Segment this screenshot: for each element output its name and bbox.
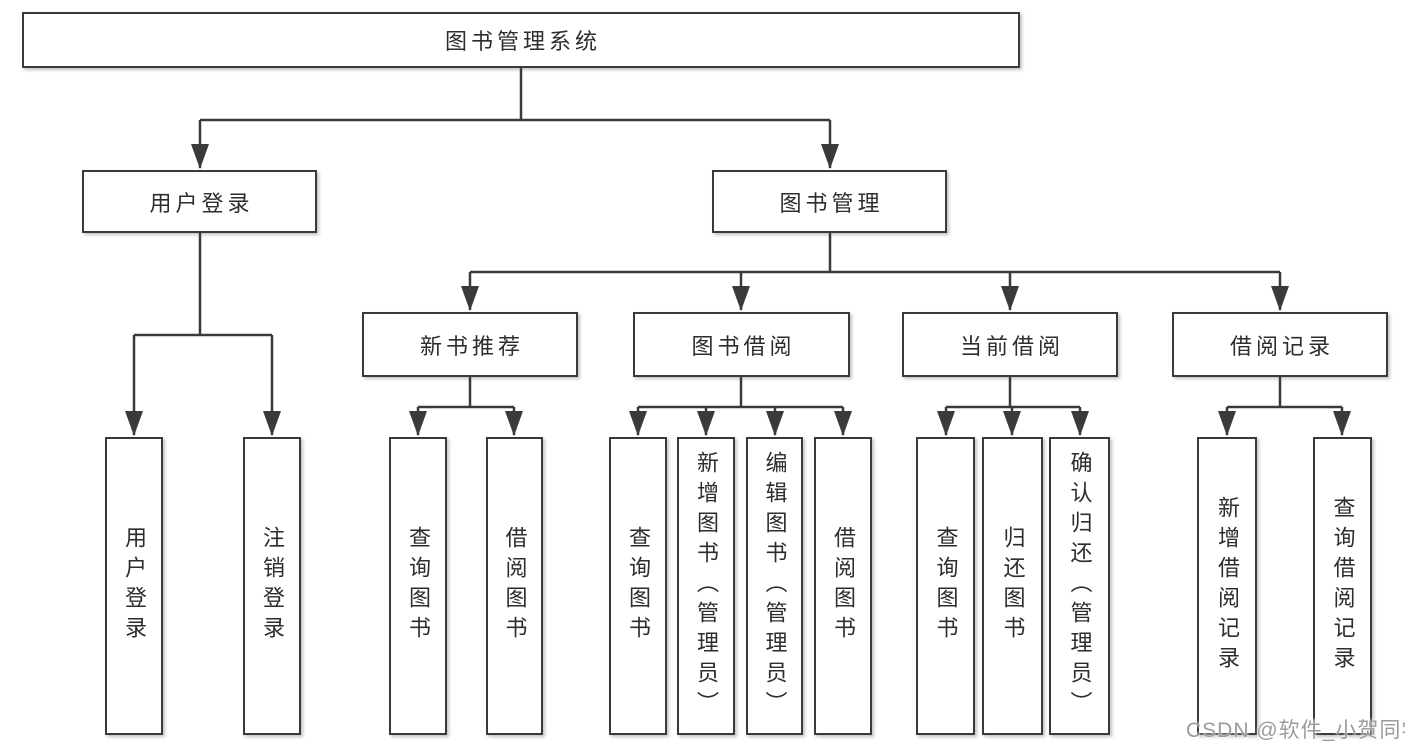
node-label: 图书管理 xyxy=(779,190,884,216)
node-label: 图书借阅 xyxy=(691,333,796,359)
connector-trunks xyxy=(134,68,1342,409)
node-label: 查询图书 xyxy=(406,526,431,646)
node-book-borrowing: 图书借阅 xyxy=(633,312,850,377)
node-label: 用户登录 xyxy=(122,526,147,646)
node-label: 借阅图书 xyxy=(502,526,528,646)
leaf-logout: 注销登录 xyxy=(243,437,301,735)
node-user-login: 用户登录 xyxy=(82,170,317,233)
node-label: 当前借阅 xyxy=(959,333,1064,359)
node-label: 借阅记录 xyxy=(1229,333,1334,359)
node-label: 新书推荐 xyxy=(419,333,524,359)
node-label: 编辑图书（管理员） xyxy=(762,451,788,721)
node-label: 图书管理系统 xyxy=(444,29,601,54)
node-label: 借阅图书 xyxy=(831,526,856,646)
node-label: 查询图书 xyxy=(626,526,651,646)
leaf-cb-confirm-return-admin: 确认归还（管理员） xyxy=(1049,437,1110,735)
leaf-br-add-record: 新增借阅记录 xyxy=(1197,437,1257,735)
node-label: 查询图书 xyxy=(933,526,959,646)
node-label: 注销登录 xyxy=(260,526,285,646)
node-label: 用户登录 xyxy=(149,190,254,216)
node-borrowing-records: 借阅记录 xyxy=(1172,312,1388,377)
leaf-bb-borrow-books: 借阅图书 xyxy=(814,437,872,735)
leaf-rec-borrow-books: 借阅图书 xyxy=(486,437,543,735)
leaf-cb-query-books: 查询图书 xyxy=(916,437,975,735)
leaf-br-query-record: 查询借阅记录 xyxy=(1313,437,1372,735)
node-new-book-recommendation: 新书推荐 xyxy=(362,312,578,377)
leaf-bb-add-books-admin: 新增图书（管理员） xyxy=(677,437,735,735)
leaf-bb-query-books: 查询图书 xyxy=(609,437,667,735)
node-label: 新增图书（管理员） xyxy=(694,451,719,721)
node-book-management: 图书管理 xyxy=(712,170,947,233)
node-current-borrowing: 当前借阅 xyxy=(902,312,1118,377)
leaf-rec-query-books: 查询图书 xyxy=(389,437,447,735)
node-label: 确认归还（管理员） xyxy=(1067,451,1093,721)
node-label: 归还图书 xyxy=(1000,526,1026,646)
leaf-user-login: 用户登录 xyxy=(105,437,163,735)
watermark: CSDN @软件_小贺同学 xyxy=(1186,719,1405,742)
node-library-management-system: 图书管理系统 xyxy=(22,12,1020,68)
node-label: 新增借阅记录 xyxy=(1215,496,1240,676)
leaf-bb-edit-books-admin: 编辑图书（管理员） xyxy=(746,437,803,735)
leaf-cb-return-books: 归还图书 xyxy=(982,437,1043,735)
node-label: 查询借阅记录 xyxy=(1330,496,1356,676)
